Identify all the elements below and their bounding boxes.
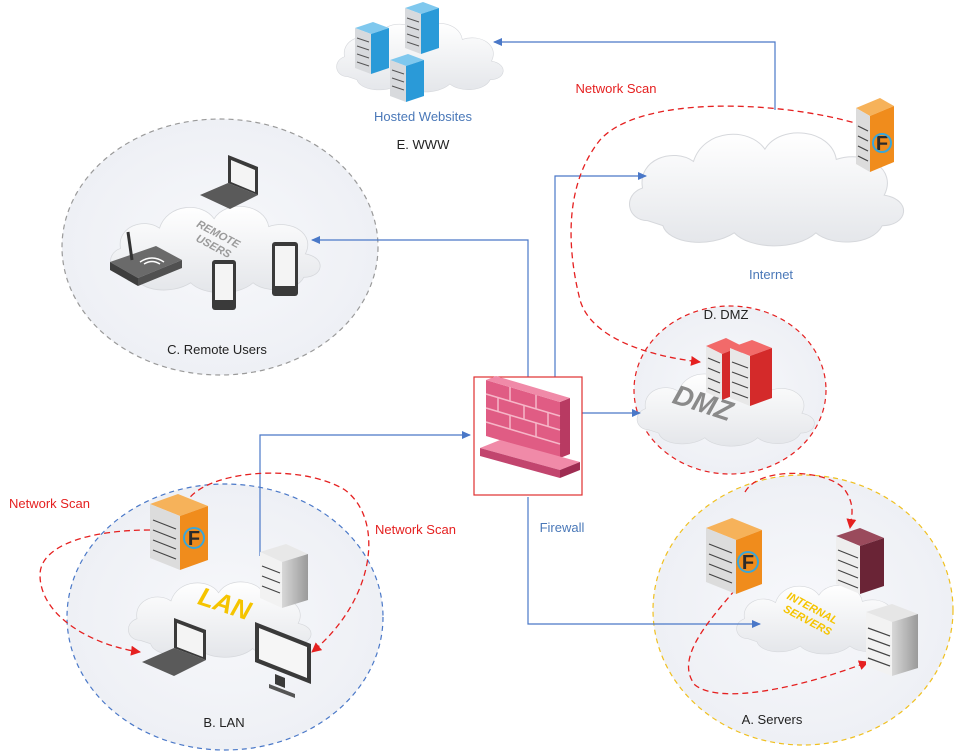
- scan-lan-right: [184, 472, 370, 653]
- scanner-icon-servers: F: [706, 518, 762, 594]
- server-icon-internal-maroon: [836, 528, 884, 594]
- smartphone-icon-1: [212, 260, 236, 310]
- link-lan-to-firewall: [259, 431, 471, 556]
- laptop-icon-lan: [142, 618, 206, 676]
- network-scan-label-top: Network Scan: [575, 81, 657, 96]
- router-icon: [110, 231, 182, 286]
- servers-label: A. Servers: [741, 712, 803, 727]
- link-firewall-to-servers: [527, 497, 761, 628]
- hosted-websites-label: Hosted Websites: [373, 109, 473, 124]
- network-scan-label-right: Network Scan: [375, 522, 456, 537]
- desktop-monitor-icon: [255, 622, 311, 698]
- link-internet-to-www: [493, 38, 776, 110]
- scanner-glyph: F: [742, 552, 754, 574]
- link-firewall-to-internet: [554, 172, 647, 378]
- www-server-icon-3: [390, 54, 424, 102]
- scan-internet-to-dmz: [570, 105, 863, 366]
- scan-servers-bottom: [687, 589, 869, 695]
- laptop-icon-remote: [200, 155, 258, 209]
- dmz-server-icon-2: [730, 340, 772, 406]
- scan-lan-left: [39, 529, 151, 656]
- internet-label: Internet: [748, 267, 794, 282]
- smartphone-icon-2: [272, 242, 298, 296]
- connection-lines: [259, 38, 776, 628]
- scanner-icon-internet: F: [856, 98, 894, 172]
- scanner-glyph: F: [188, 528, 200, 550]
- dmz-label: D. DMZ: [703, 307, 749, 322]
- scanner-glyph: F: [876, 133, 888, 155]
- firewall-label: Firewall: [539, 520, 585, 535]
- scanner-icon-lan: F: [150, 494, 208, 570]
- www-label: E. WWW: [396, 137, 450, 152]
- firewall-icon: [473, 376, 583, 496]
- scan-servers-top: [744, 472, 857, 529]
- www-server-icon-1: [355, 22, 389, 74]
- remote-users-label: C. Remote Users: [167, 342, 267, 357]
- link-firewall-to-remote-users: [311, 236, 529, 378]
- www-server-icon-2: [405, 2, 439, 54]
- network-scan-label-left: Network Scan: [9, 496, 90, 511]
- lan-label: B. LAN: [203, 715, 245, 730]
- server-icon-lan: [260, 544, 308, 608]
- network-scan-paths: [39, 105, 869, 695]
- server-icon-internal-grey: [866, 604, 918, 676]
